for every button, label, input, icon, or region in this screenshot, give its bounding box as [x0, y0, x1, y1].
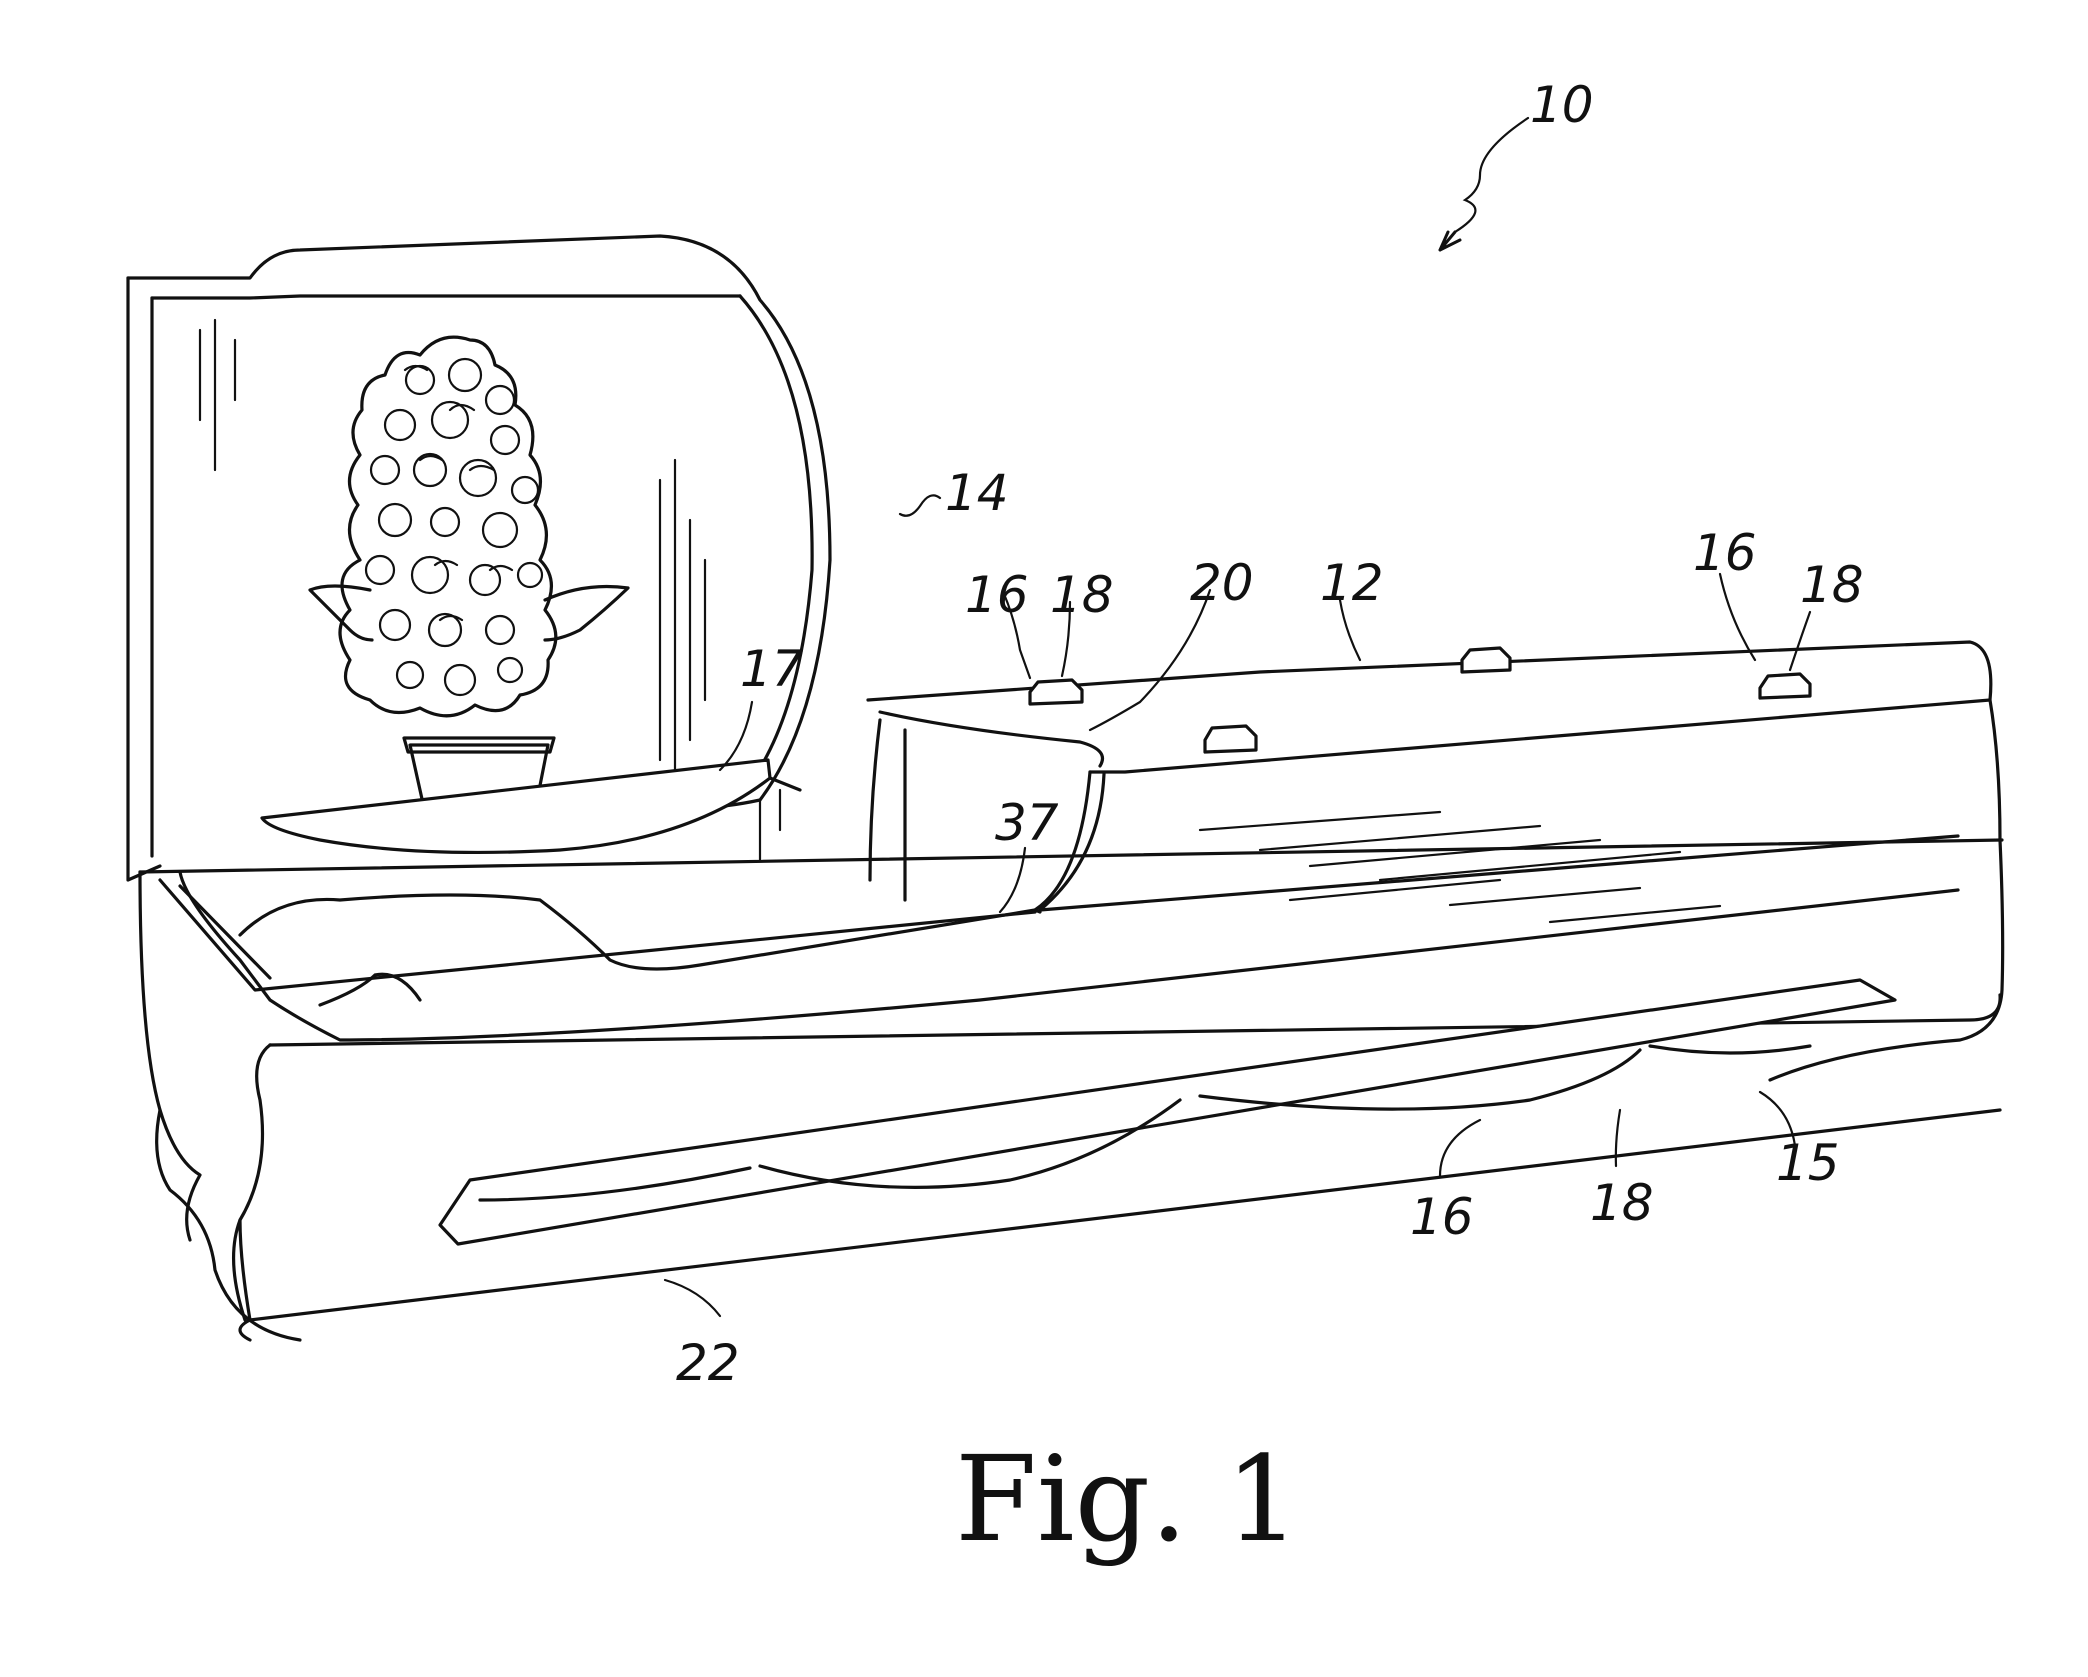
ref-17: 17 — [740, 640, 804, 698]
ref-37: 37 — [995, 794, 1059, 852]
reference-numerals: 10 14 16 18 20 12 16 18 17 37 16 18 15 2… — [676, 76, 1864, 1392]
ref-10: 10 — [1530, 76, 1594, 134]
flower-arrangement-drawing — [310, 337, 628, 831]
ref-16-side: 16 — [1410, 1188, 1474, 1246]
figure-caption: Fig. 1 — [955, 1430, 1300, 1568]
ref-16-top-left: 16 — [965, 566, 1029, 624]
ref-15: 15 — [1776, 1134, 1840, 1192]
ref-22: 22 — [676, 1334, 740, 1392]
ref-14: 14 — [945, 464, 1009, 522]
ref-16-top-right: 16 — [1693, 524, 1757, 582]
ref-20: 20 — [1190, 554, 1254, 612]
side-handle-bar — [440, 980, 1895, 1244]
ref-18-side: 18 — [1590, 1174, 1654, 1232]
ref-18-top-left: 18 — [1050, 566, 1114, 624]
ref-12: 12 — [1320, 554, 1384, 612]
ref-18-top-right: 18 — [1800, 556, 1864, 614]
